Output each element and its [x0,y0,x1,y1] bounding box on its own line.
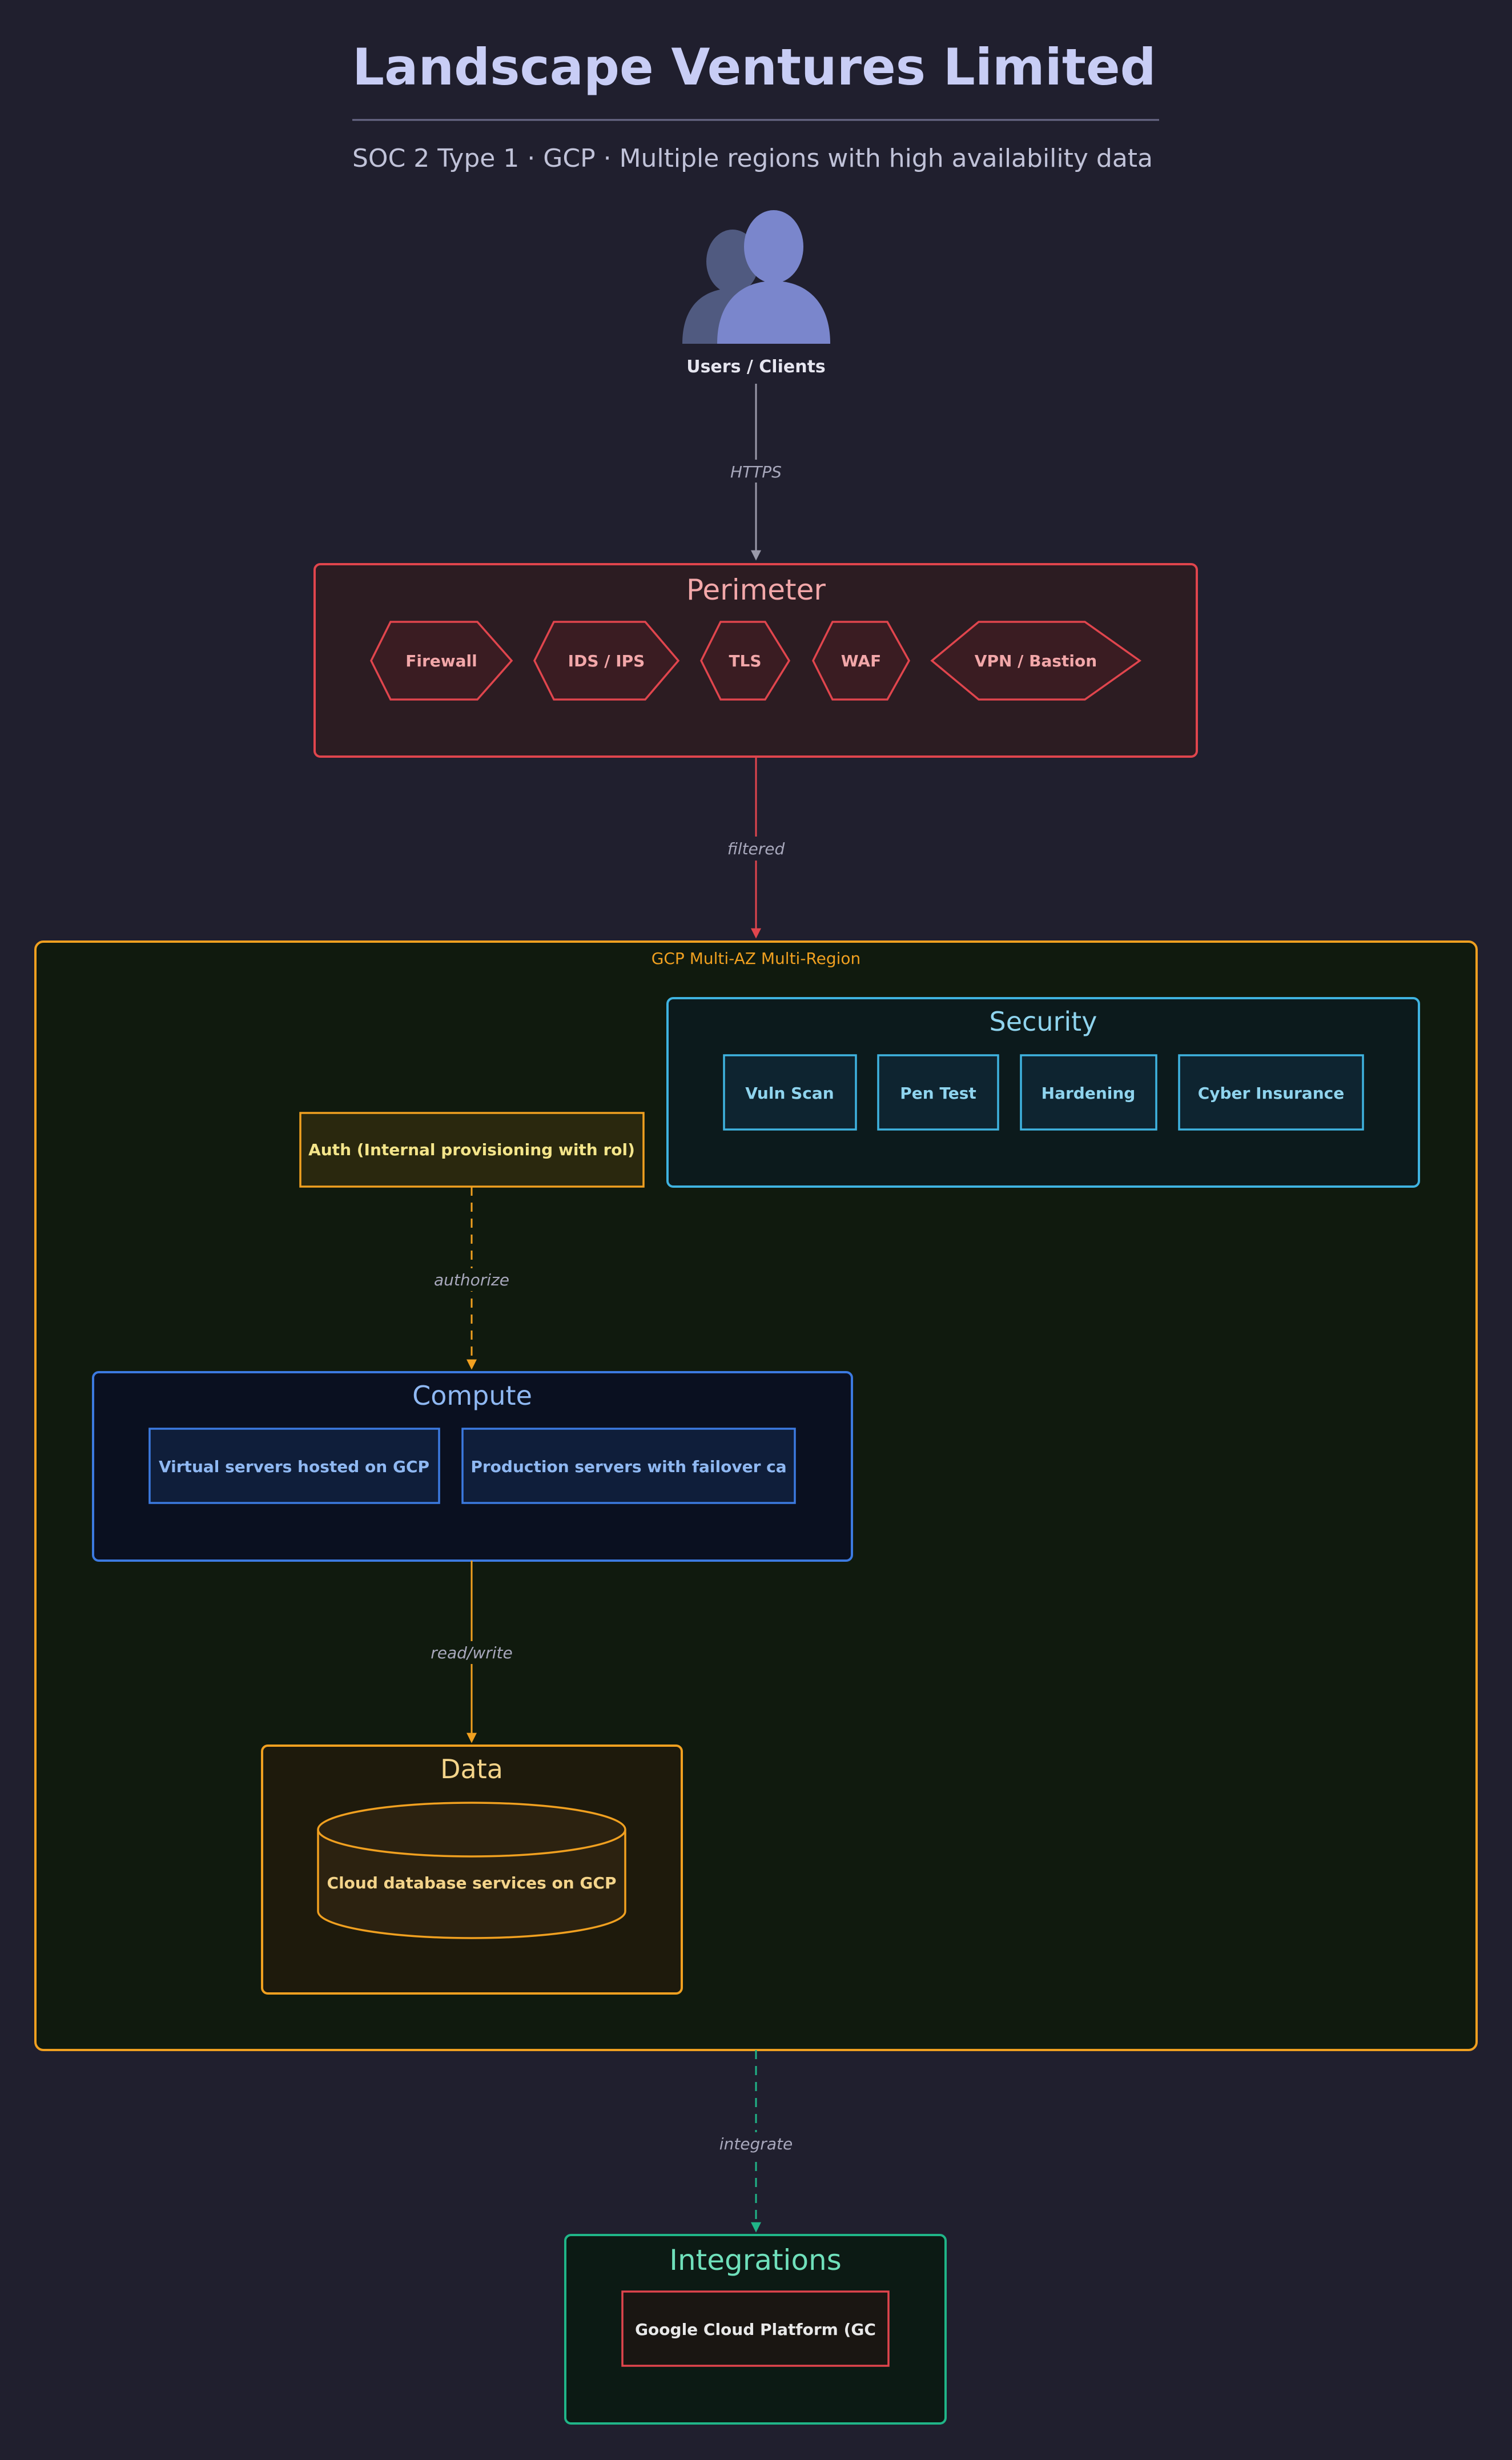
compute-item-label: Virtual servers hosted on GCP [159,1457,429,1476]
perimeter-item-label: WAF [841,652,881,670]
security-vuln-scan[interactable]: Vuln Scan [723,1054,857,1131]
compute-virtual-servers[interactable]: Virtual servers hosted on GCP [148,1428,440,1504]
users-icon [682,210,830,344]
page-title: Landscape Ventures Limited [352,38,1156,97]
security-item-label: Hardening [1041,1084,1136,1103]
compute-production-servers[interactable]: Production servers with failover ca [461,1428,796,1504]
perimeter-title: Perimeter [686,573,826,606]
auth-node[interactable]: Auth (Internal provisioning with rol) [299,1112,645,1188]
edge-label-https: HTTPS [730,463,782,481]
edge-label-read-write: read/write [431,1643,513,1662]
perimeter-firewall[interactable]: Firewall [370,621,513,701]
perimeter-ids-ips[interactable]: IDS / IPS [533,621,680,701]
integration-google-cloud-platform[interactable]: Google Cloud Platform (GC [621,2290,890,2367]
database-label: Cloud database services on GCP [327,1874,617,1892]
users-label: Users / Clients [686,357,826,377]
page-subtitle: SOC 2 Type 1 · GCP · Multiple regions wi… [352,144,1153,173]
perimeter-item-label: TLS [729,652,761,670]
compute-title: Compute [412,1380,532,1411]
database-cylinder-icon[interactable]: Cloud database services on GCP [317,1802,626,1939]
perimeter-item-label: Firewall [405,652,477,670]
security-hardening[interactable]: Hardening [1020,1054,1157,1131]
edge-label-authorize: authorize [434,1271,509,1289]
integrations-title: Integrations [669,2244,842,2277]
integration-item-label: Google Cloud Platform (GC [635,2320,876,2339]
auth-label: Auth (Internal provisioning with rol) [308,1140,635,1159]
security-title: Security [990,1006,1097,1037]
perimeter-item-label: IDS / IPS [568,652,645,670]
security-pen-test[interactable]: Pen Test [877,1054,999,1131]
compute-item-label: Production servers with failover ca [471,1457,786,1476]
security-item-label: Pen Test [900,1084,976,1103]
edge-label-filtered: filtered [727,839,785,858]
security-item-label: Vuln Scan [745,1084,834,1103]
data-title: Data [440,1754,503,1784]
perimeter-waf[interactable]: WAF [812,621,911,701]
perimeter-item-label: VPN / Bastion [975,652,1097,670]
security-item-label: Cyber Insurance [1198,1084,1345,1103]
perimeter-tls[interactable]: TLS [700,621,791,701]
edge-label-integrate: integrate [719,2135,793,2153]
region-label: GCP Multi-AZ Multi-Region [652,949,861,968]
security-cyber-insurance[interactable]: Cyber Insurance [1178,1054,1364,1131]
perimeter-vpn-bastion[interactable]: VPN / Bastion [930,621,1142,701]
